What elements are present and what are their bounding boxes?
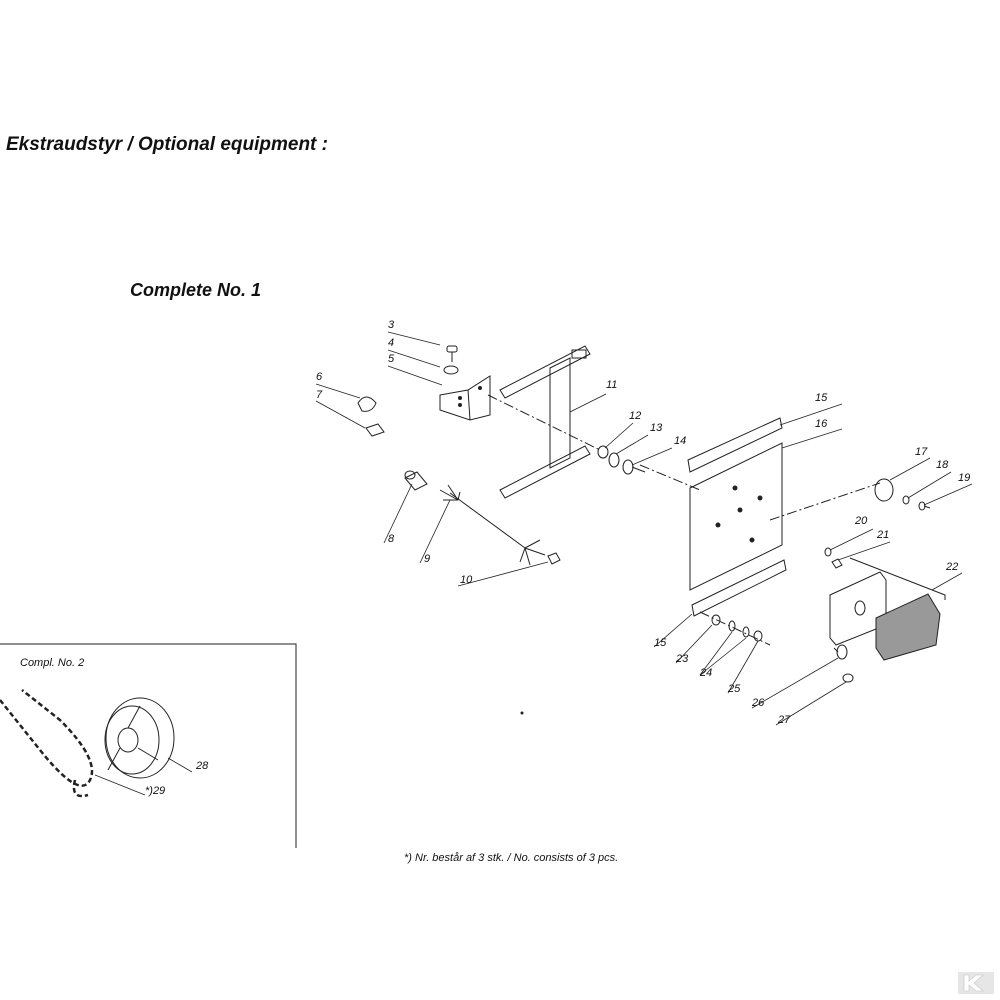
complete-no-1-heading: Complete No. 1 <box>130 280 262 300</box>
compl-no-2-label: Compl. No. 2 <box>20 657 85 669</box>
part-29-belt-return <box>72 779 89 798</box>
callout-part-3: 3 <box>388 319 395 331</box>
part-6-cable-tie <box>357 396 377 412</box>
callout-part-25: 25 <box>728 683 741 695</box>
part-9-cable-harness <box>439 484 546 566</box>
callout-part-24-a: 24 <box>700 667 713 679</box>
part-25-nut <box>753 630 763 642</box>
callout-part-23: 23 <box>676 653 689 665</box>
part-15-strip-top <box>687 417 783 473</box>
callout-part-6: 6 <box>316 371 323 383</box>
callout-part-21: 21 <box>877 529 890 541</box>
part-4-washer <box>443 365 459 375</box>
callout-part-27: 27 <box>778 714 791 726</box>
callout-part-26: 26 <box>752 697 765 709</box>
part-23-nut <box>711 614 721 626</box>
callout-part-18: 18 <box>936 459 949 471</box>
part-18-washer <box>902 495 910 505</box>
part-26-bulb <box>833 644 848 660</box>
k-logo-icon <box>958 972 994 994</box>
page-title: Ekstraudstyr / Optional equipment : <box>6 134 328 155</box>
part-20-spacer <box>824 547 832 557</box>
part-7-clip <box>365 423 385 437</box>
callout-part-13: 13 <box>650 422 663 434</box>
part-5-bracket <box>439 375 491 421</box>
callout-part-12: 12 <box>629 410 642 422</box>
part-10-nut <box>547 552 561 565</box>
part-14-bolt <box>622 459 646 475</box>
callout-part-7: 7 <box>316 389 323 401</box>
part-3-screw <box>446 345 458 362</box>
callout-leaders <box>94 331 973 796</box>
callout-part-9: 9 <box>424 553 431 565</box>
assembly-axis-lines <box>487 394 881 646</box>
callout-part-16: 16 <box>815 418 828 430</box>
stray-dot <box>520 711 524 715</box>
callout-part-17: 17 <box>915 446 928 458</box>
part-17-reflector <box>874 478 894 502</box>
callout-part-15-top: 15 <box>815 392 828 404</box>
part-11-bracket <box>499 345 591 499</box>
part-19-screw <box>918 501 931 511</box>
callout-part-15-bottom: 15 <box>654 637 667 649</box>
compl-2-frame <box>0 643 297 848</box>
part-27-bulb <box>842 673 854 683</box>
callout-part-10: 10 <box>460 574 473 586</box>
part-22-lamp <box>829 557 946 661</box>
callout-part-8: 8 <box>388 533 395 545</box>
part-29-belt <box>0 689 94 787</box>
callout-part-29: *)29 <box>145 785 166 797</box>
callout-part-4: 4 <box>388 337 395 349</box>
footnote: *) Nr. består af 3 stk. / No. consists o… <box>404 852 619 864</box>
callout-part-20: 20 <box>855 515 868 527</box>
callout-part-22: 22 <box>946 561 959 573</box>
callout-part-19: 19 <box>958 472 971 484</box>
callout-part-28: 28 <box>196 760 209 772</box>
part-15-strip-bottom <box>691 559 787 617</box>
part-28-pulley <box>104 697 175 779</box>
part-8-connector <box>404 470 428 491</box>
part-12-nut <box>597 445 609 459</box>
callout-part-11: 11 <box>606 379 618 391</box>
part-24-washer-a <box>728 620 736 632</box>
part-21-bolt <box>831 558 843 569</box>
part-16-plate <box>689 442 783 591</box>
part-13-washer <box>608 452 620 468</box>
part-24-washer-b <box>742 626 750 638</box>
callout-part-14: 14 <box>674 435 687 447</box>
callout-part-5: 5 <box>388 353 395 365</box>
